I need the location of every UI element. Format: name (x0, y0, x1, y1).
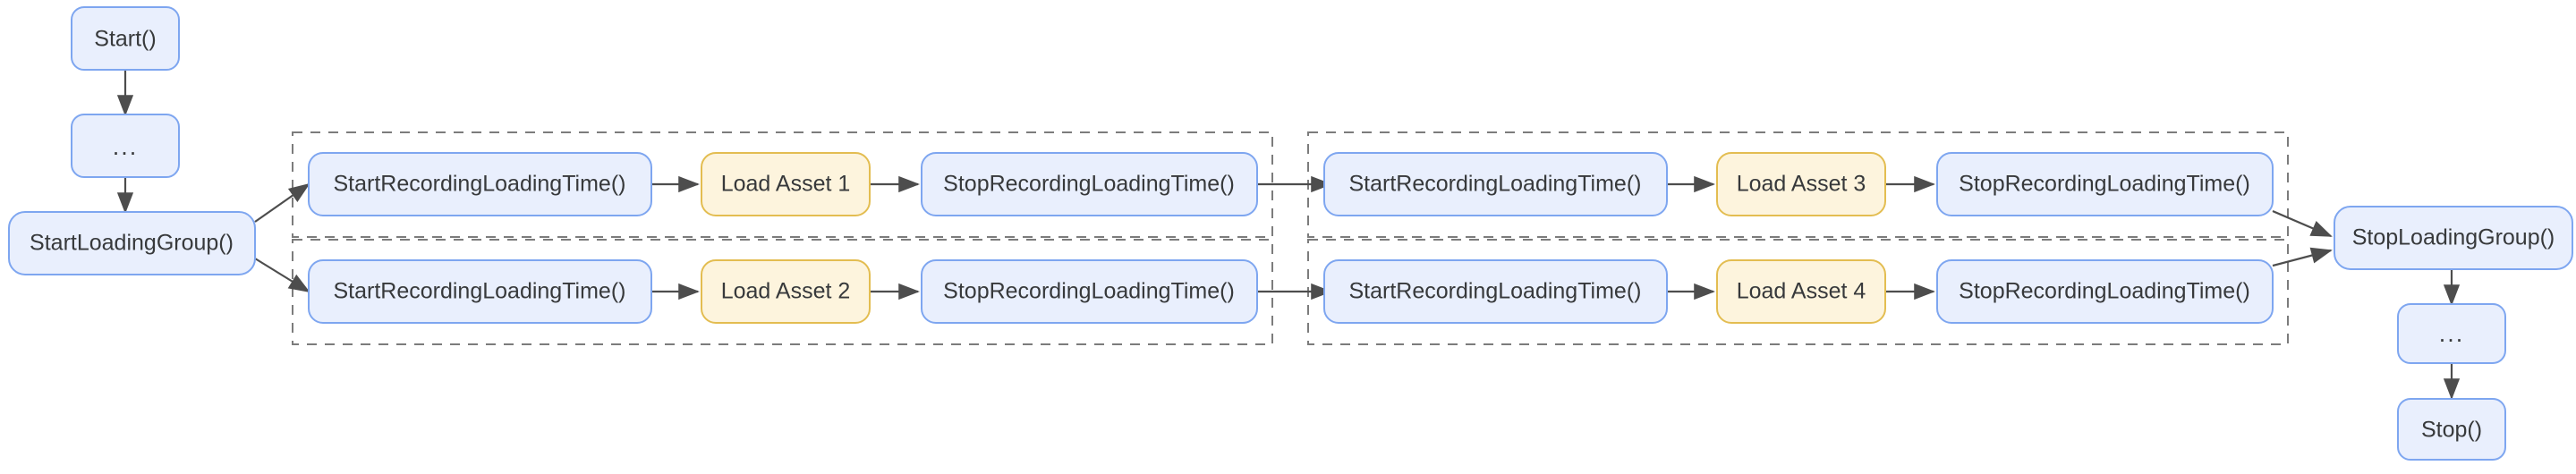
node-start-loading-group-label: StartLoadingGroup() (30, 231, 234, 256)
node-g2l2-load-asset-label: Load Asset 4 (1737, 279, 1866, 304)
node-post-ellipsis[interactable]: ... (2397, 303, 2506, 364)
node-g1l1-stop-recording[interactable]: StopRecordingLoadingTime() (921, 152, 1258, 216)
node-start-loading-group[interactable]: StartLoadingGroup() (8, 211, 256, 275)
node-g1l2-start-recording-label: StartRecordingLoadingTime() (333, 279, 625, 304)
edge-g2l2-to-stop-loading-group (2272, 247, 2333, 267)
node-start-label: Start() (94, 27, 156, 52)
node-g1l2-stop-recording-label: StopRecordingLoadingTime() (943, 279, 1235, 304)
node-stop-loading-group[interactable]: StopLoadingGroup() (2334, 206, 2573, 270)
edge-g2l1-to-stop-loading-group (2272, 209, 2333, 238)
node-g2l2-start-recording[interactable]: StartRecordingLoadingTime() (1323, 259, 1668, 324)
edge-start-loading-group-to-lane-1 (254, 182, 310, 223)
node-g2l2-stop-recording[interactable]: StopRecordingLoadingTime() (1936, 259, 2274, 324)
node-g1l1-load-asset[interactable]: Load Asset 1 (701, 152, 871, 216)
node-pre-ellipsis-label: ... (113, 133, 139, 160)
node-g2l1-load-asset-label: Load Asset 3 (1737, 172, 1866, 197)
node-g1l1-load-asset-label: Load Asset 1 (721, 172, 851, 197)
node-g2l1-start-recording-label: StartRecordingLoadingTime() (1348, 172, 1641, 197)
node-pre-ellipsis[interactable]: ... (71, 114, 180, 178)
node-stop[interactable]: Stop() (2397, 398, 2506, 461)
node-g2l1-stop-recording-label: StopRecordingLoadingTime() (1959, 172, 2250, 197)
node-g2l2-stop-recording-label: StopRecordingLoadingTime() (1959, 279, 2250, 304)
edge-start-loading-group-to-lane-2 (254, 258, 310, 293)
node-g2l1-load-asset[interactable]: Load Asset 3 (1716, 152, 1886, 216)
node-g1l1-start-recording-label: StartRecordingLoadingTime() (333, 172, 625, 197)
node-g1l2-load-asset[interactable]: Load Asset 2 (701, 259, 871, 324)
node-post-ellipsis-label: ... (2439, 320, 2465, 347)
node-stop-label: Stop() (2421, 418, 2482, 443)
node-g1l2-stop-recording[interactable]: StopRecordingLoadingTime() (921, 259, 1258, 324)
node-g1l1-stop-recording-label: StopRecordingLoadingTime() (943, 172, 1235, 197)
node-g1l2-load-asset-label: Load Asset 2 (721, 279, 851, 304)
node-g2l2-load-asset[interactable]: Load Asset 4 (1716, 259, 1886, 324)
node-g2l1-stop-recording[interactable]: StopRecordingLoadingTime() (1936, 152, 2274, 216)
node-stop-loading-group-label: StopLoadingGroup() (2352, 225, 2555, 250)
node-g2l2-start-recording-label: StartRecordingLoadingTime() (1348, 279, 1641, 304)
node-start[interactable]: Start() (71, 6, 180, 71)
node-g2l1-start-recording[interactable]: StartRecordingLoadingTime() (1323, 152, 1668, 216)
node-g1l1-start-recording[interactable]: StartRecordingLoadingTime() (308, 152, 652, 216)
node-g1l2-start-recording[interactable]: StartRecordingLoadingTime() (308, 259, 652, 324)
